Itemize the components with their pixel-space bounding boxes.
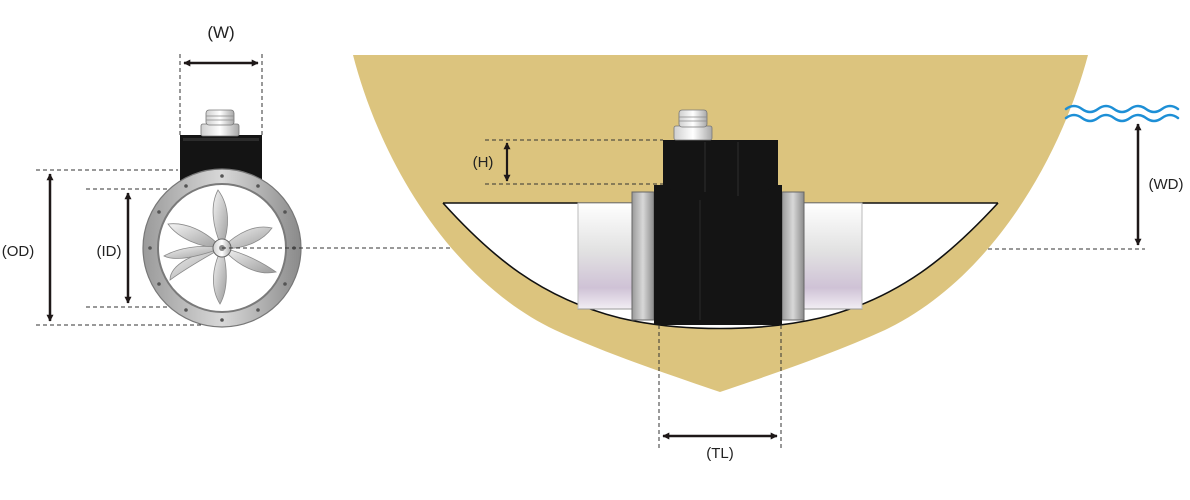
waterline-waves [1064,104,1180,123]
propeller [163,189,277,305]
right-flange [781,191,805,321]
hull-section-view: (H) (TL) [353,55,1088,462]
side-motor-housing [663,140,778,196]
tl-label: (TL) [706,445,734,462]
id-label: (ID) [97,243,122,260]
left-flange [631,191,655,321]
thruster-body [654,185,782,325]
od-label: (OD) [2,243,35,260]
side-cable-gland [673,125,713,141]
h-label: (H) [473,154,494,171]
w-label: (W) [207,23,234,42]
flange-bolts [148,174,296,322]
wd-label: (WD) [1149,176,1184,193]
cable-gland [200,123,240,137]
front-view: (W) (OD) (ID) [2,23,302,328]
